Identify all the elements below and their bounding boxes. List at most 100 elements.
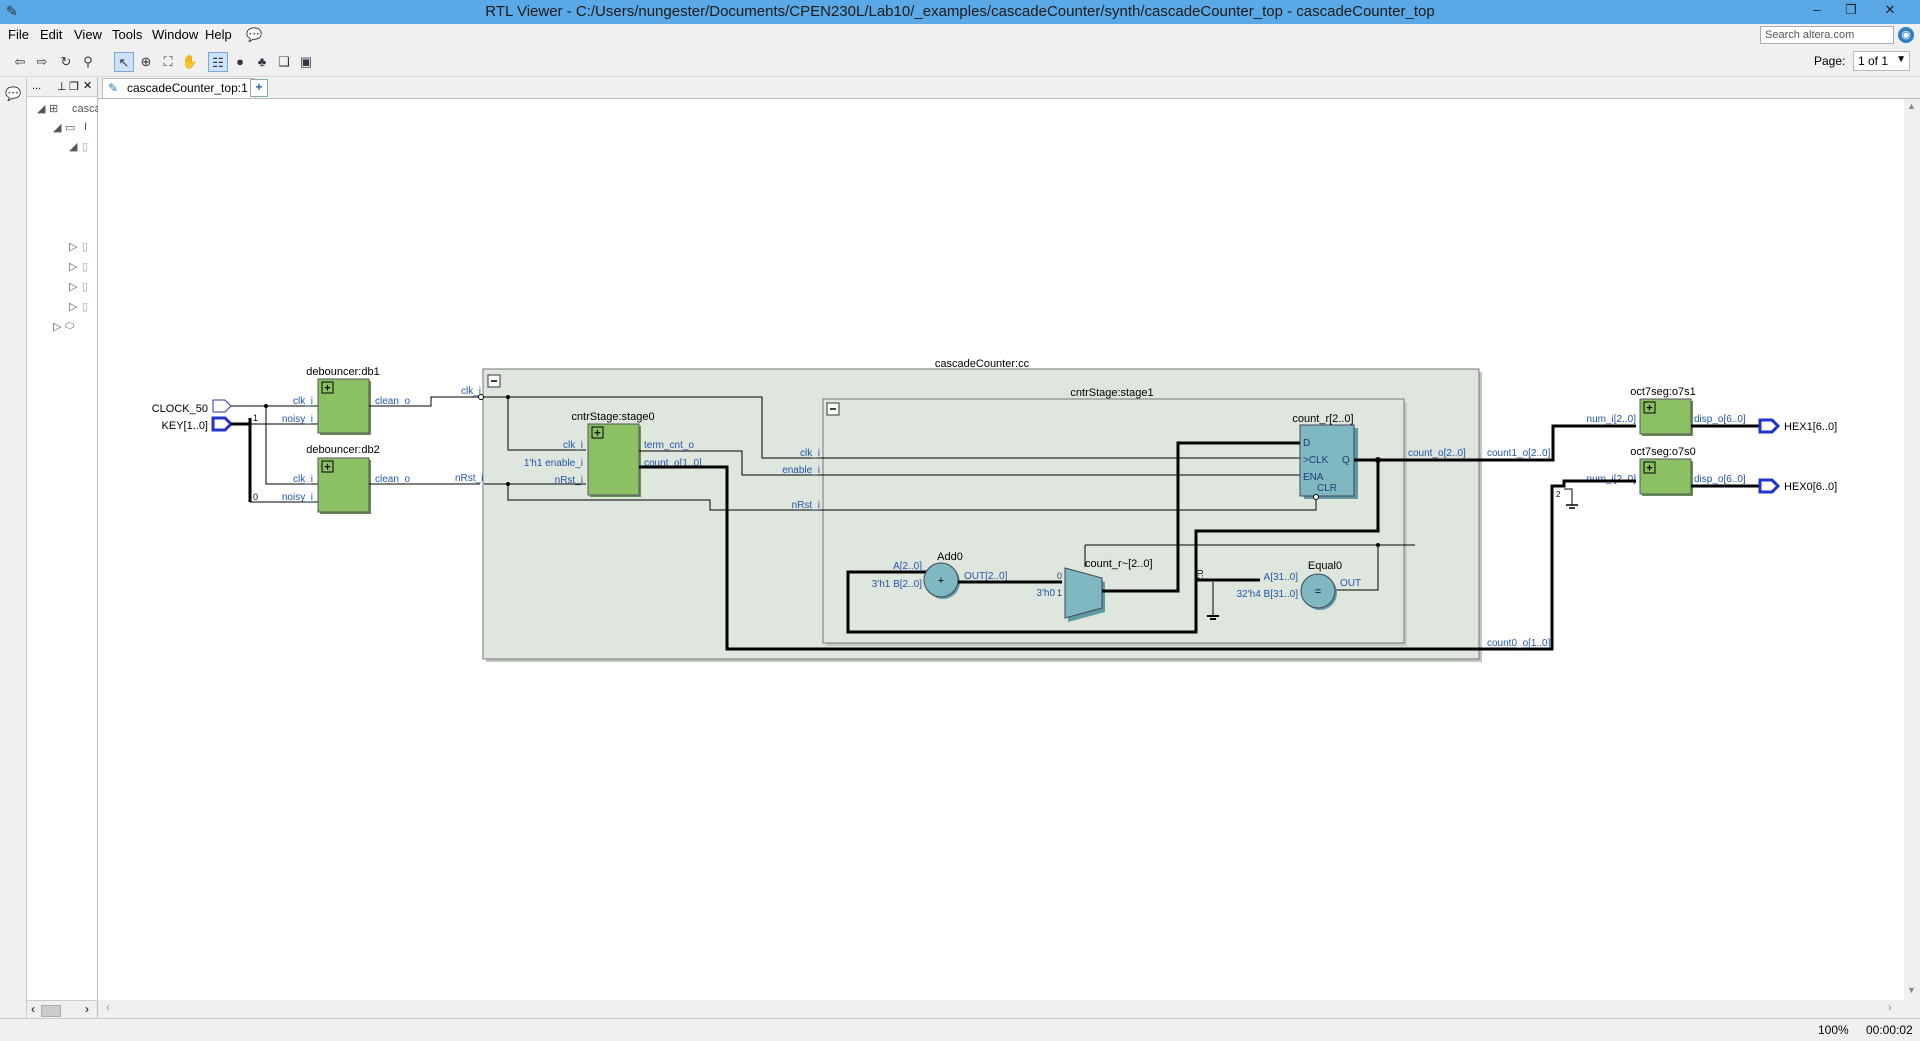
cc-nrst-label: nRst_i — [455, 473, 483, 484]
stage0-expand-button[interactable] — [591, 426, 604, 439]
elapsed-time: 00:00:02 — [1866, 1023, 1913, 1037]
wire-gnd-msb — [1564, 488, 1573, 505]
add-tab-button[interactable]: + — [250, 79, 268, 97]
port-hex0[interactable]: HEX0[6..0] — [1784, 481, 1837, 493]
hand-tool-icon[interactable]: ✋ — [181, 54, 199, 69]
stage0-enable-label: 1'h1 enable_i — [524, 458, 583, 469]
clk-inversion-bubble — [478, 394, 484, 400]
input-port-key[interactable] — [211, 416, 234, 432]
tree-arrow-icon[interactable]: ◢ — [69, 141, 78, 153]
add-block[interactable] — [923, 562, 959, 598]
hierarchy-icon[interactable]: ♣ — [257, 54, 267, 69]
back-icon[interactable]: ⇦ — [14, 54, 26, 69]
tab-cascadecounter-top[interactable]: ✎ cascadeCounter_top:1 — [102, 78, 255, 98]
zoom-level: 100% — [1818, 1023, 1849, 1037]
scroll-up-icon[interactable]: ▲ — [1907, 101, 1916, 111]
restore-icon[interactable]: ❐ — [1845, 2, 1857, 17]
help-chat-icon[interactable]: 💬 — [246, 27, 263, 42]
plus-icon: + — [324, 462, 330, 474]
tree-block-icon: ▯ — [82, 241, 89, 253]
float-icon[interactable]: ❐ — [69, 81, 79, 93]
o7s0-disp-label: disp_o[6..0] — [1694, 474, 1746, 485]
db1-expand-button[interactable] — [321, 381, 334, 394]
tree-arrow-icon[interactable]: ◢ — [53, 122, 62, 134]
reg-block[interactable] — [1299, 424, 1355, 497]
reg-q-label: Q — [1342, 455, 1350, 466]
port-key[interactable]: KEY[1..0] — [162, 420, 208, 432]
panel-header: ... ⊥ ❐ ✕ — [27, 78, 97, 97]
menu-window[interactable]: Window — [152, 27, 199, 42]
tree-item-top[interactable]: casca — [72, 103, 101, 115]
menu-view[interactable]: View — [74, 27, 102, 42]
scroll-right-icon[interactable]: › — [85, 1002, 89, 1016]
db1-noisy-label: noisy_i — [282, 414, 313, 425]
status-bar: 100% 00:00:02 — [0, 1018, 1920, 1041]
cc-name: cascadeCounter:cc — [935, 358, 1030, 370]
panel-close-icon[interactable]: ✕ — [83, 80, 93, 92]
o7s1-expand-button[interactable] — [1643, 401, 1656, 414]
page-select[interactable]: 1 of 1▼ — [1853, 51, 1910, 71]
scroll-down-icon[interactable]: ▼ — [1907, 985, 1916, 995]
export-icon[interactable]: ▣ — [299, 54, 313, 69]
menu-file[interactable]: File — [8, 27, 29, 42]
scroll-right-icon[interactable]: › — [1888, 1002, 1892, 1014]
scroll-left-icon[interactable]: ‹ — [106, 1002, 110, 1014]
tree-arrow-icon[interactable]: ▷ — [69, 301, 78, 313]
scroll-thumb[interactable] — [41, 1005, 61, 1017]
tree-block-icon: ▯ — [82, 261, 89, 273]
color-icon[interactable]: ● — [236, 54, 244, 69]
tree-arrow-icon[interactable]: ▷ — [69, 261, 78, 273]
pin-icon[interactable]: ⊥ — [57, 81, 67, 93]
port-clock-50[interactable]: CLOCK_50 — [152, 403, 208, 415]
mux-in0-label: 0 — [1057, 571, 1062, 581]
minimize-icon[interactable]: – — [1813, 2, 1821, 17]
ground-icon — [1207, 615, 1219, 620]
db2-expand-button[interactable] — [321, 460, 334, 473]
tree-arrow-icon[interactable]: ▷ — [53, 321, 62, 333]
canvas-hscroll[interactable]: ‹ › — [98, 1000, 1904, 1018]
tree-ports-icon: ⬭ — [65, 320, 75, 332]
output-port-hex1[interactable] — [1758, 418, 1781, 434]
message-icon[interactable]: 💬 — [5, 86, 22, 101]
menu-tools[interactable]: Tools — [112, 27, 143, 42]
canvas-vscroll[interactable]: ▲ ▼ — [1904, 99, 1920, 1000]
find-icon[interactable]: ⚲ — [83, 54, 93, 69]
gnd-bit-label: 2 — [1556, 490, 1561, 499]
tree-item-instances[interactable]: I — [84, 121, 88, 133]
scroll-left-icon[interactable]: ‹ — [31, 1002, 35, 1016]
globe-icon[interactable]: ◉ — [1898, 27, 1914, 43]
eq-out-label: OUT — [1340, 578, 1361, 589]
menu-edit[interactable]: Edit — [40, 27, 63, 42]
hierarchy-panel: ... ⊥ ❐ ✕ ◢ ⊞ casca ◢ ▭ I ◢ ▯ ▷ ▯ ▷ ▯ ▷ … — [27, 78, 101, 1018]
stage0-nrst-label: nRst_i — [555, 475, 583, 486]
output-port-hex0[interactable] — [1758, 478, 1781, 494]
zoom-tool-icon[interactable]: ⊕ — [140, 54, 152, 69]
o7s1-name: oct7seg:o7s1 — [1630, 386, 1695, 398]
plus-icon: + — [1646, 403, 1652, 415]
tree-arrow-icon[interactable]: ◢ — [37, 103, 46, 115]
port-hex1[interactable]: HEX1[6..0] — [1784, 421, 1837, 433]
tree-arrow-icon[interactable]: ▷ — [69, 241, 78, 253]
search-input[interactable]: Search altera.com — [1760, 26, 1894, 44]
eq-block[interactable] — [1300, 573, 1336, 609]
refresh-icon[interactable]: ↻ — [60, 54, 72, 69]
forward-icon[interactable]: ⇨ — [36, 54, 48, 69]
rtl-schematic[interactable]: .w{stroke:#000;stroke-width:1;fill:none;… — [98, 99, 1904, 1000]
netlist-icon[interactable]: ☷ — [208, 52, 228, 72]
tree-module-icon: ⊞ — [49, 103, 59, 115]
select-tool-icon[interactable]: ↖ — [114, 52, 134, 72]
o7s0-expand-button[interactable] — [1643, 461, 1656, 474]
close-icon[interactable]: ✕ — [1884, 2, 1896, 17]
junction — [506, 395, 510, 399]
copy-icon[interactable]: ❏ — [278, 54, 290, 69]
wire-q-eq — [1194, 460, 1380, 582]
fit-window-icon[interactable]: ⛶ — [163, 54, 173, 69]
key-bit0-label: 0 — [253, 492, 258, 502]
plus-icon: + — [1646, 463, 1652, 475]
panel-hscroll[interactable]: ‹ › — [27, 1000, 97, 1019]
mux-block[interactable] — [1064, 567, 1103, 619]
tree-arrow-icon[interactable]: ▷ — [69, 281, 78, 293]
input-port-clock[interactable] — [212, 399, 232, 413]
schematic-canvas[interactable]: .w{stroke:#000;stroke-width:1;fill:none;… — [98, 99, 1904, 1000]
menu-help[interactable]: Help — [205, 27, 232, 42]
